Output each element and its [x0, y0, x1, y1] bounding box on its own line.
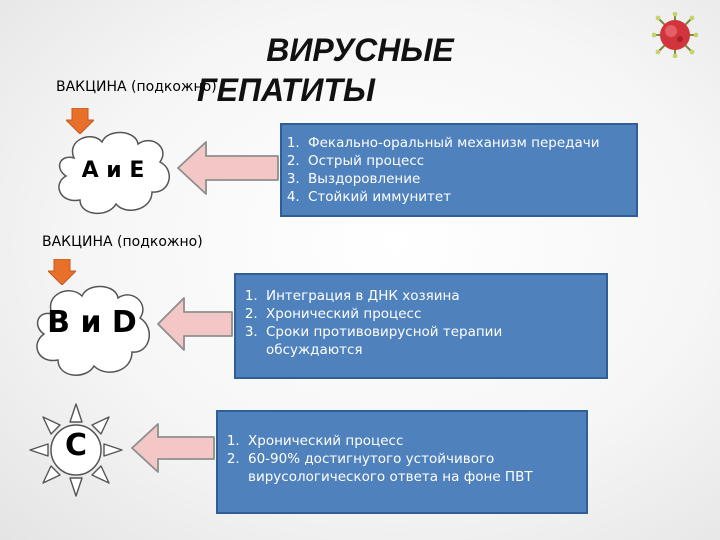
list-item: Сроки противовирусной терапии обсуждаютс… — [262, 323, 598, 359]
arrow-left-1 — [177, 141, 279, 195]
vaccine-arrow-2 — [48, 259, 76, 285]
title-line-2: ГЕПАТИТЫ — [197, 72, 375, 108]
list-item: Острый процесс — [304, 152, 630, 170]
vaccine-label-1: ВАКЦИНА (подкожно) — [56, 79, 217, 95]
vaccine-arrow-1 — [66, 108, 94, 134]
info-list-a-e: Фекально-оральный механизм передачи Остр… — [282, 134, 630, 206]
list-item: Фекально-оральный механизм передачи — [304, 134, 630, 152]
info-list-b-d: Интеграция в ДНК хозяина Хронический про… — [236, 287, 598, 359]
info-box-c: Хронический процесс 60-90% достигнутого … — [216, 410, 588, 514]
sun-shape-c — [29, 403, 123, 497]
info-box-a-e: Фекально-оральный механизм передачи Остр… — [280, 123, 638, 217]
list-item: Стойкий иммунитет — [304, 188, 630, 206]
list-item: Хронический процесс — [262, 305, 598, 323]
group-name-a-e: А и Е — [81, 158, 145, 183]
list-item: Хронический процесс — [244, 432, 578, 450]
arrow-left-2 — [157, 297, 233, 351]
group-name-c: С — [64, 428, 88, 463]
cloud-shape-b-d — [36, 285, 150, 376]
arrow-left-3 — [131, 423, 215, 473]
info-list-c: Хронический процесс 60-90% достигнутого … — [218, 432, 578, 486]
info-box-b-d: Интеграция в ДНК хозяина Хронический про… — [234, 273, 608, 379]
title-line-1: ВИРУСНЫЕ — [266, 32, 454, 68]
virus-icon — [652, 12, 698, 58]
vaccine-label-2: ВАКЦИНА (подкожно) — [42, 234, 203, 250]
list-item: Выздоровление — [304, 170, 630, 188]
list-item: 60-90% достигнутого устойчивого вирусоло… — [244, 450, 578, 486]
list-item: Интеграция в ДНК хозяина — [262, 287, 598, 305]
group-name-b-d: В и D — [47, 305, 137, 340]
cloud-shape-a-e — [58, 131, 170, 214]
